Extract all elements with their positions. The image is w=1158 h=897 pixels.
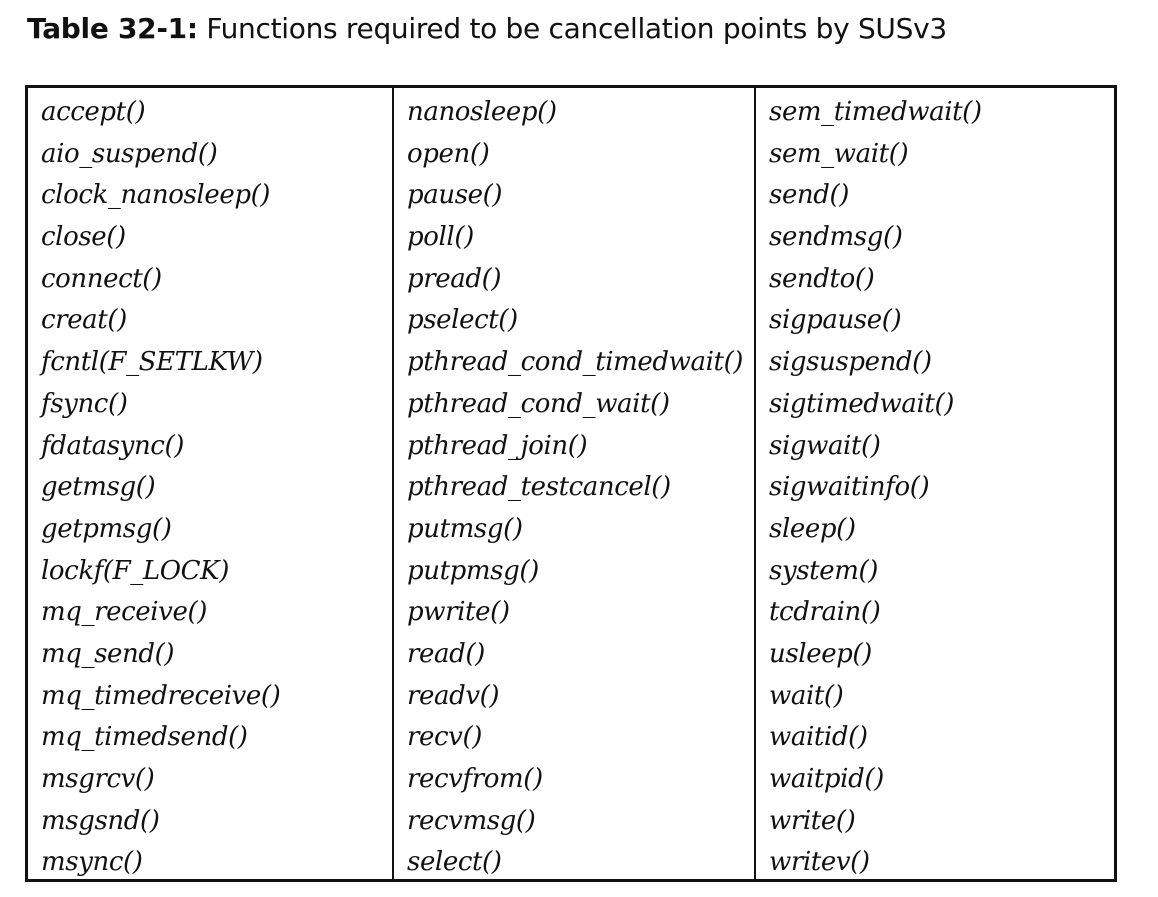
table-cell: putmsg() (407, 513, 523, 544)
table-cell: pthread_cond_timedwait() (407, 347, 744, 378)
table-cell: pause() (407, 180, 503, 211)
table-cell: sigwaitinfo() (769, 472, 930, 503)
table-cell: pthread_cond_wait() (407, 388, 670, 419)
table-cell: sigwait() (769, 430, 881, 461)
table-cell: sem_wait() (769, 138, 909, 169)
table-cell: send() (769, 180, 850, 211)
table-cell: recvfrom() (407, 764, 543, 794)
table-cell: mq_timedreceive() (41, 680, 281, 711)
table-cell: msgrcv() (41, 764, 155, 794)
table-cell: fdatasync() (41, 430, 184, 461)
table-cell: tcdrain() (769, 597, 881, 628)
table-column-2: nanosleep() open() pause() poll() pread() pse… (392, 88, 754, 879)
table-cell: getmsg() (41, 472, 156, 503)
table-caption: Table 32-1: Functions required to be can… (27, 12, 947, 45)
table-cell: pselect() (407, 305, 518, 336)
table-cell: lockf(F_LOCK) (41, 555, 229, 586)
table-cell: nanosleep() (407, 97, 557, 127)
table-cell: writev() (769, 847, 870, 878)
table-cell: aio_suspend() (41, 138, 218, 169)
table-cell: waitpid() (769, 764, 884, 794)
table-cell: clock_nanosleep() (41, 180, 271, 211)
cancellation-points-table: accept() aio_suspend() clock_nanosleep()cl… (25, 85, 1117, 882)
table-cell: fsync() (41, 388, 128, 419)
table-cell: open() (407, 138, 490, 169)
table-cell: sendmsg() (769, 222, 903, 253)
table-cell: sleep() (769, 513, 856, 544)
table-cell: readv() (407, 680, 500, 711)
table-column-3: sem_timedwait() sem_wait() send() sendmsg()… (754, 88, 1114, 879)
table-cell: recvmsg() (407, 805, 536, 836)
table-cell: sendto() (769, 263, 875, 294)
table-cell: read() (407, 638, 485, 669)
table-cell: usleep() (769, 638, 872, 669)
table-cell: msync() (41, 847, 143, 878)
table-cell: system() (769, 555, 878, 586)
table-cell: msgsnd() (41, 805, 160, 836)
table-cell: sigpause() (769, 305, 902, 336)
table-column-1: accept() aio_suspend() clock_nanosleep()cl… (28, 88, 392, 879)
table-cell: getpmsg() (41, 513, 172, 544)
table-cell: select() (407, 847, 502, 878)
table-cell: write() (769, 805, 856, 836)
table-cell: accept() (41, 97, 146, 127)
table-cell: sigtimedwait() (769, 388, 954, 419)
table-cell: pread() (407, 263, 502, 294)
table-cell: wait() (769, 680, 844, 711)
table-cell: putpmsg() (407, 555, 539, 586)
table-cell: mq_send() (41, 638, 175, 669)
table-cell: connect() (41, 263, 162, 294)
table-cell: creat() (41, 305, 127, 336)
table-cell: sigsuspend() (769, 347, 932, 378)
table-cell: recv() (407, 722, 482, 753)
table-cell: pthread_testcancel() (407, 472, 671, 503)
table-cell: pwrite() (407, 597, 510, 628)
table-number: Table 32-1: (27, 12, 198, 45)
table-cell: sem_timedwait() (769, 97, 982, 127)
table-cell: mq_receive() (41, 597, 207, 628)
table-title: Functions required to be cancellation po… (197, 12, 947, 45)
table-cell: mq_timedsend() (41, 722, 248, 753)
table-cell: fcntl(F_SETLKW) (41, 347, 263, 378)
table-cell: pthread_join() (407, 430, 588, 461)
table-cell: poll() (407, 222, 474, 253)
table-cell: waitid() (769, 722, 868, 753)
table-cell: close() (41, 222, 126, 253)
